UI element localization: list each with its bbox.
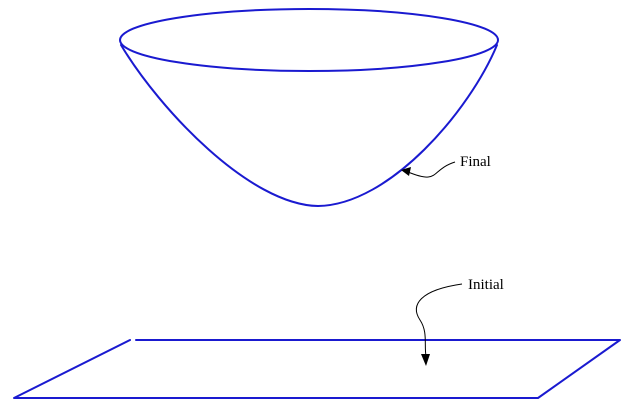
final-paraboloid-surface bbox=[119, 8, 499, 207]
initial-flat-surface bbox=[13, 339, 621, 399]
final-leader-line bbox=[407, 161, 456, 178]
final-annotation: Final bbox=[401, 154, 491, 178]
plane-outline bbox=[13, 339, 621, 399]
final-leader-arrowhead bbox=[401, 167, 411, 176]
initial-label: Initial bbox=[468, 277, 504, 293]
paraboloid-rim bbox=[119, 8, 499, 72]
paraboloid-profile bbox=[120, 44, 498, 207]
final-label: Final bbox=[460, 154, 491, 170]
initial-leader-line bbox=[415, 283, 463, 357]
initial-leader-arrowhead bbox=[421, 354, 430, 366]
initial-annotation: Initial bbox=[415, 277, 504, 366]
